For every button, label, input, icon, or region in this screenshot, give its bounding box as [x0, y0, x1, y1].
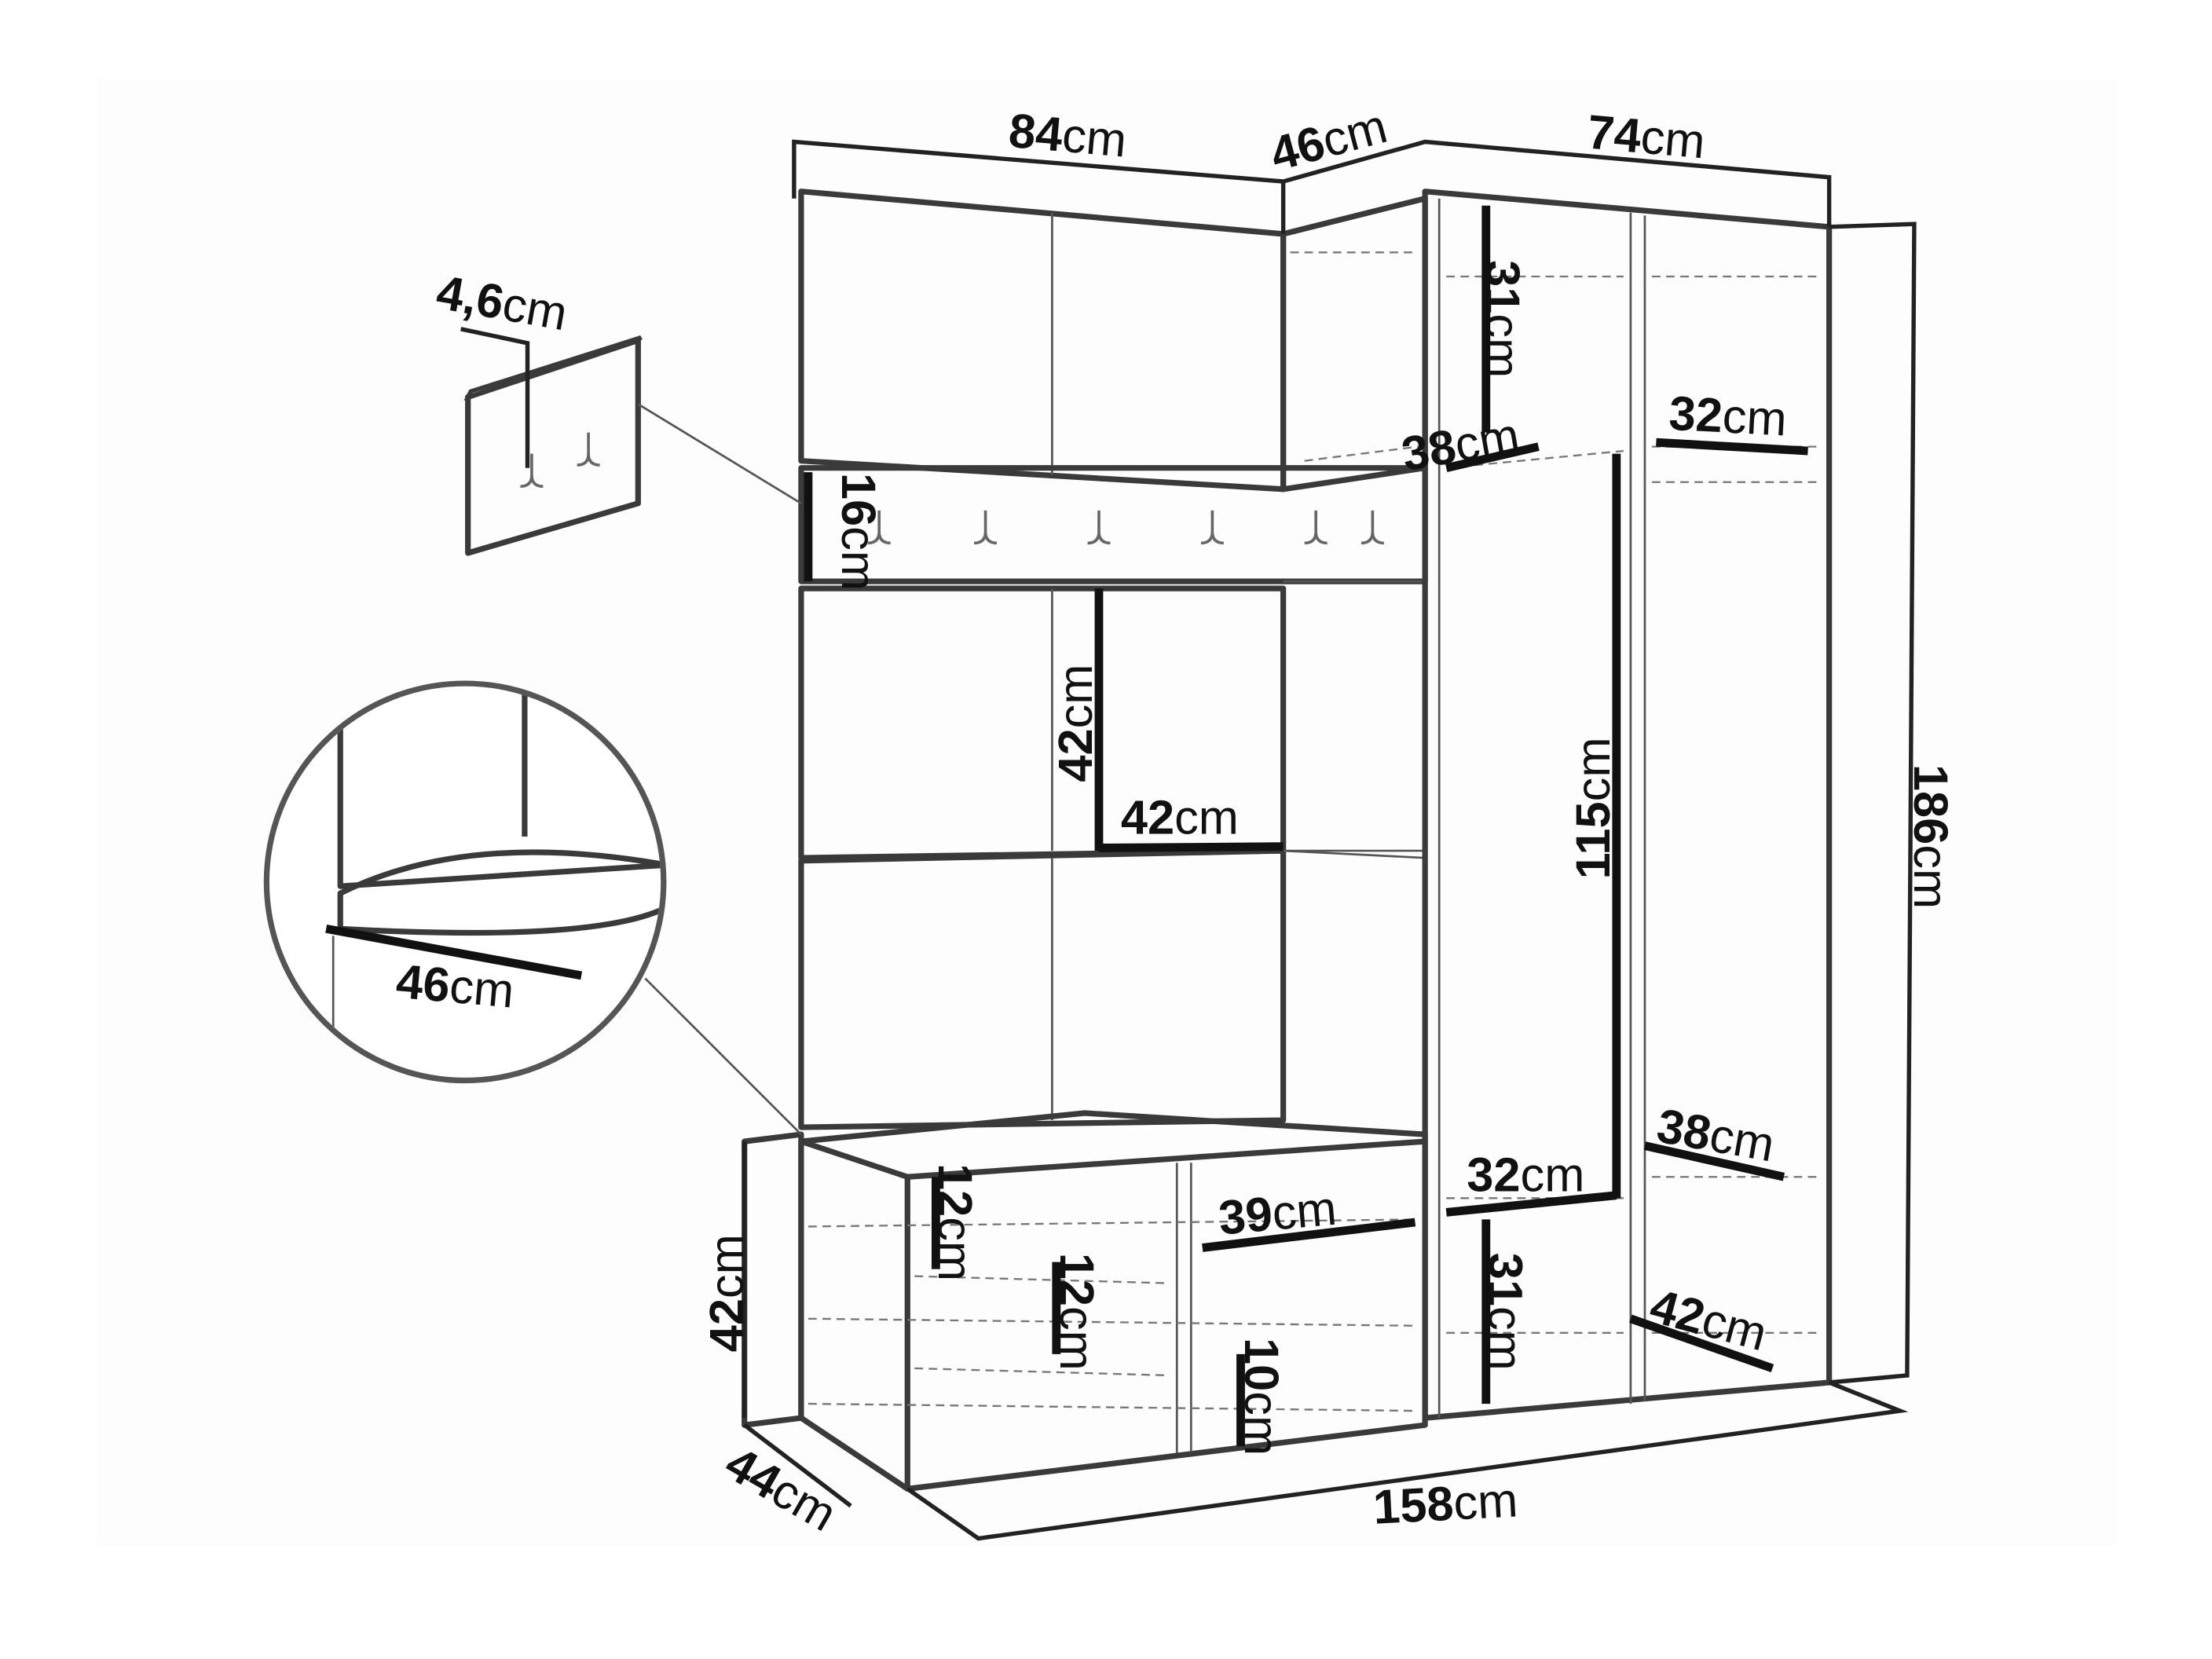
- label-wardrobe-bottom-shelf-width: 32cm: [1467, 1148, 1584, 1202]
- label-hook-rail-height: 16cm: [831, 473, 885, 591]
- label-wardrobe-shelf-width: 38cm: [1397, 408, 1523, 482]
- label-total-height: 186cm: [1903, 764, 1957, 909]
- hook-panel-detail: [460, 327, 802, 556]
- label-seat-depth: 46cm: [394, 954, 517, 1019]
- label-wardrobe-depth: 42cm: [1645, 1279, 1773, 1361]
- label-bench-shelf-width: 39cm: [1217, 1181, 1339, 1246]
- label-wardrobe-bottom-height: 31cm: [1478, 1253, 1532, 1371]
- label-bench-middle-compartment: 12cm: [1049, 1253, 1104, 1371]
- label-panel-height: 42cm: [1049, 665, 1103, 782]
- bench: [742, 1110, 1428, 1492]
- label-wardrobe-width: 74cm: [1585, 105, 1708, 170]
- dimension-lines: [742, 139, 1917, 1541]
- label-bench-height: 42cm: [700, 1234, 754, 1352]
- label-right-lower-shelf-depth: 38cm: [1653, 1099, 1778, 1173]
- label-top-left-width: 84cm: [1006, 104, 1129, 168]
- label-wardrobe-top-shelf-height: 31cm: [1475, 260, 1529, 378]
- label-hanging-height: 115cm: [1566, 738, 1621, 880]
- label-panel-width: 42cm: [1121, 790, 1239, 844]
- label-bench-bottom-compartment: 10cm: [1234, 1338, 1288, 1456]
- label-bench-top-compartment: 12cm: [928, 1163, 982, 1281]
- label-total-width: 158cm: [1372, 1473, 1519, 1535]
- label-right-shelf-depth: 32cm: [1668, 386, 1788, 447]
- coat-hooks: [867, 510, 1384, 545]
- seat-detail-circle: [263, 680, 802, 1136]
- label-hook-panel-depth: 4,6cm: [433, 265, 572, 341]
